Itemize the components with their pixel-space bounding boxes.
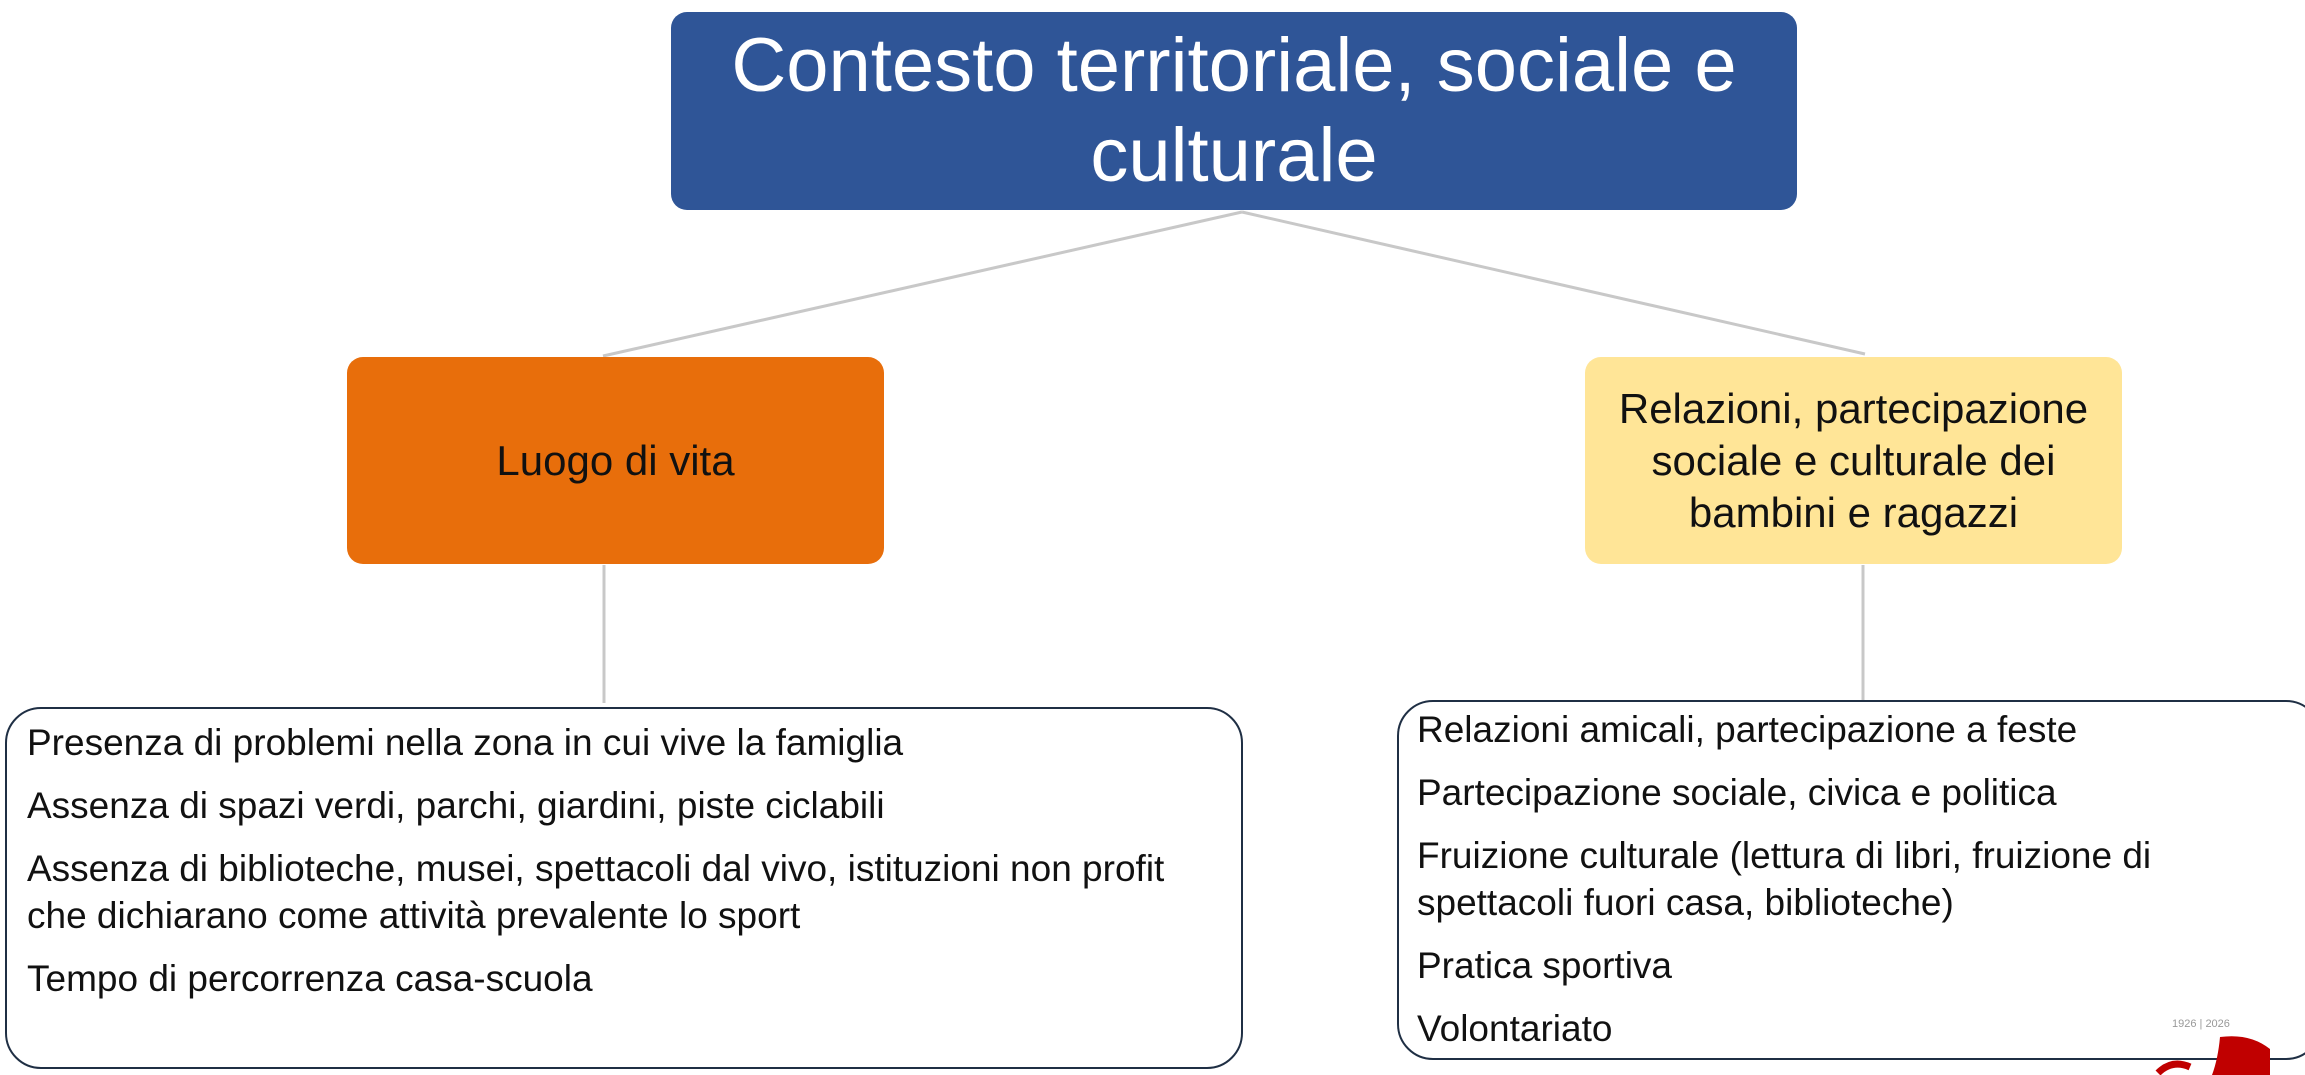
branch-node-luogo-di-vita: Luogo di vita [347, 357, 884, 564]
centenary-logo: 1926 | 2026 [2155, 1018, 2270, 1075]
root-node: Contesto territoriale, sociale e cultura… [671, 12, 1797, 210]
detail-box-luogo-di-vita: Presenza di problemi nella zona in cui v… [5, 707, 1243, 1069]
branch-label-left: Luogo di vita [496, 436, 735, 484]
list-item: Presenza di problemi nella zona in cui v… [27, 722, 904, 763]
list-item: Tempo di percorrenza casa-scuola [27, 958, 593, 999]
detail-list-left: Presenza di problemi nella zona in cui v… [27, 719, 1221, 1002]
connector-root-right [1241, 210, 1866, 356]
list-item: Assenza di spazi verdi, parchi, giardini… [27, 785, 885, 826]
detail-box-relazioni: Relazioni amicali, partecipazione a fest… [1397, 700, 2305, 1060]
root-title: Contesto territoriale, sociale e cultura… [731, 23, 1737, 198]
branch-label-right: Relazioni, partecipazione sociale e cult… [1618, 384, 2089, 536]
logo-stroke [2155, 1060, 2192, 1075]
list-item: Volontariato [1417, 1008, 1613, 1049]
list-item: Pratica sportiva [1417, 945, 1672, 986]
list-item: Partecipazione sociale, civica e politic… [1417, 772, 2057, 813]
connector-root-left [602, 210, 1243, 358]
list-item: Relazioni amicali, partecipazione a fest… [1417, 709, 2078, 750]
list-item: Fruizione culturale (lettura di libri, f… [1417, 835, 2152, 923]
logo-shape [2212, 1036, 2270, 1075]
list-item: Assenza di biblioteche, musei, spettacol… [27, 848, 1165, 936]
logo-years: 1926 | 2026 [2172, 1018, 2230, 1030]
branch-node-relazioni: Relazioni, partecipazione sociale e cult… [1585, 357, 2122, 564]
detail-list-right: Relazioni amicali, partecipazione a fest… [1417, 706, 2302, 1052]
